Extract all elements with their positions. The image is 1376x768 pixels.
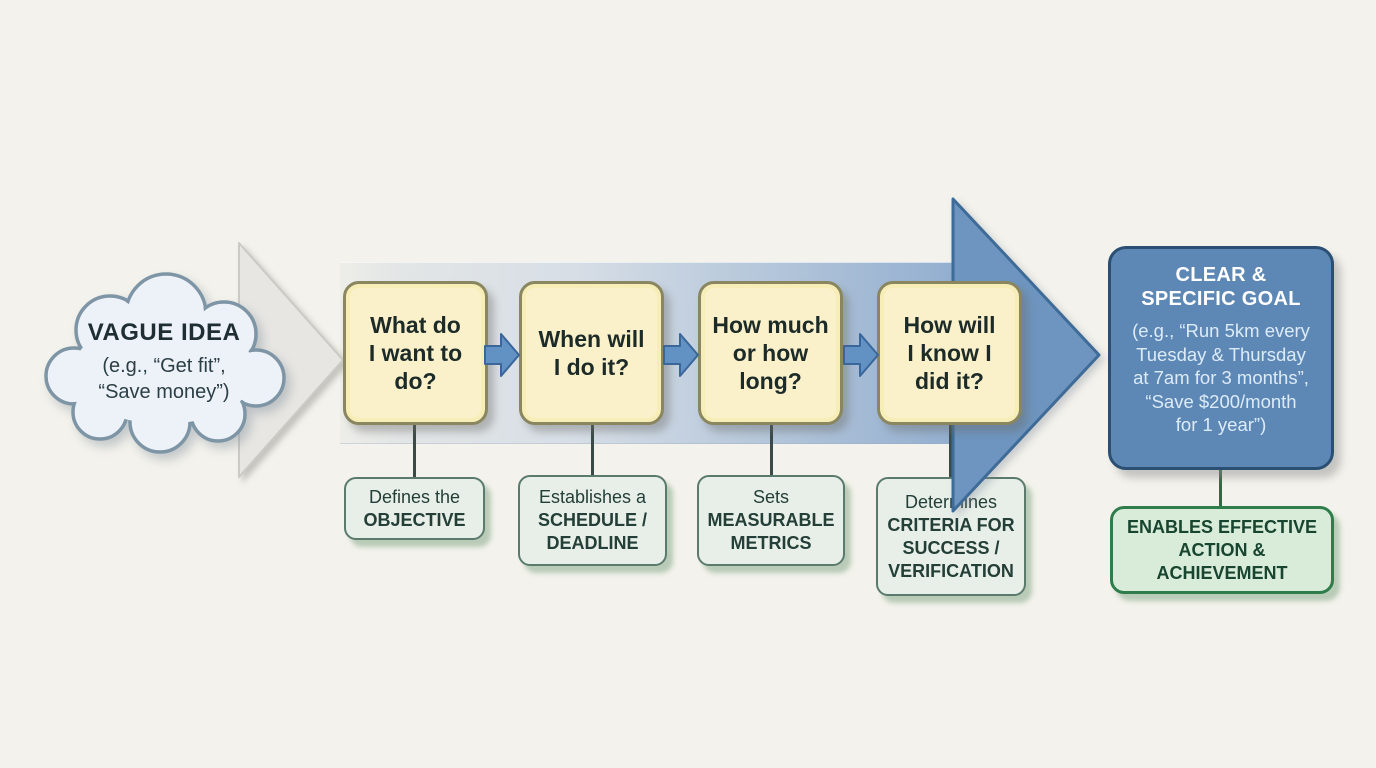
step-connector bbox=[413, 423, 416, 479]
outcome-box: ENABLES EFFECTIVE ACTION & ACHIEVEMENT bbox=[1110, 506, 1334, 594]
cloud-example: (e.g., “Get fit”, “Save money”) bbox=[98, 355, 230, 403]
note-lead: Defines the bbox=[368, 486, 461, 507]
arrow-right-icon bbox=[843, 333, 879, 377]
step-note: Defines the OBJECTIVE bbox=[344, 477, 485, 540]
step-connector bbox=[949, 423, 952, 479]
step-note: Establishes a SCHEDULE / DEADLINE bbox=[518, 475, 667, 566]
goal-example: (e.g., “Run 5km every Tuesday & Thursday… bbox=[1132, 320, 1310, 435]
arrow-right-icon bbox=[484, 333, 520, 377]
step-connector bbox=[770, 423, 773, 479]
question-box-when: When will I do it? bbox=[519, 281, 664, 425]
note-emphasis: SCHEDULE / DEADLINE bbox=[537, 510, 647, 553]
question-box-how-know: How will I know I did it? bbox=[877, 281, 1022, 425]
note-emphasis: MEASURABLE METRICS bbox=[707, 510, 835, 553]
note-emphasis: OBJECTIVE bbox=[363, 509, 466, 530]
cloud-icon bbox=[44, 272, 286, 454]
goal-title: CLEAR & SPECIFIC GOAL bbox=[1141, 264, 1301, 310]
goal-outcome-connector bbox=[1219, 468, 1222, 508]
clear-goal-box: CLEAR & SPECIFIC GOAL (e.g., “Run 5km ev… bbox=[1108, 246, 1334, 470]
note-lead: Sets bbox=[752, 487, 790, 507]
note-lead: Establishes a bbox=[538, 487, 647, 507]
question-box-how-much: How much or how long? bbox=[698, 281, 843, 425]
outcome-label: ENABLES EFFECTIVE ACTION & ACHIEVEMENT bbox=[1126, 516, 1318, 583]
question-box-what: What do I want to do? bbox=[343, 281, 488, 425]
cloud-title: VAGUE IDEA bbox=[87, 319, 241, 346]
step-connector bbox=[591, 423, 594, 479]
note-emphasis: CRITERIA FOR SUCCESS / VERIFICATION bbox=[887, 514, 1015, 581]
vague-idea-cloud: VAGUE IDEA (e.g., “Get fit”, “Save money… bbox=[38, 272, 290, 462]
arrow-right-icon bbox=[663, 333, 699, 377]
note-lead: Determines bbox=[904, 491, 998, 512]
step-note: Determines CRITERIA FOR SUCCESS / VERIFI… bbox=[876, 477, 1026, 596]
step-note: Sets MEASURABLE METRICS bbox=[697, 475, 845, 566]
